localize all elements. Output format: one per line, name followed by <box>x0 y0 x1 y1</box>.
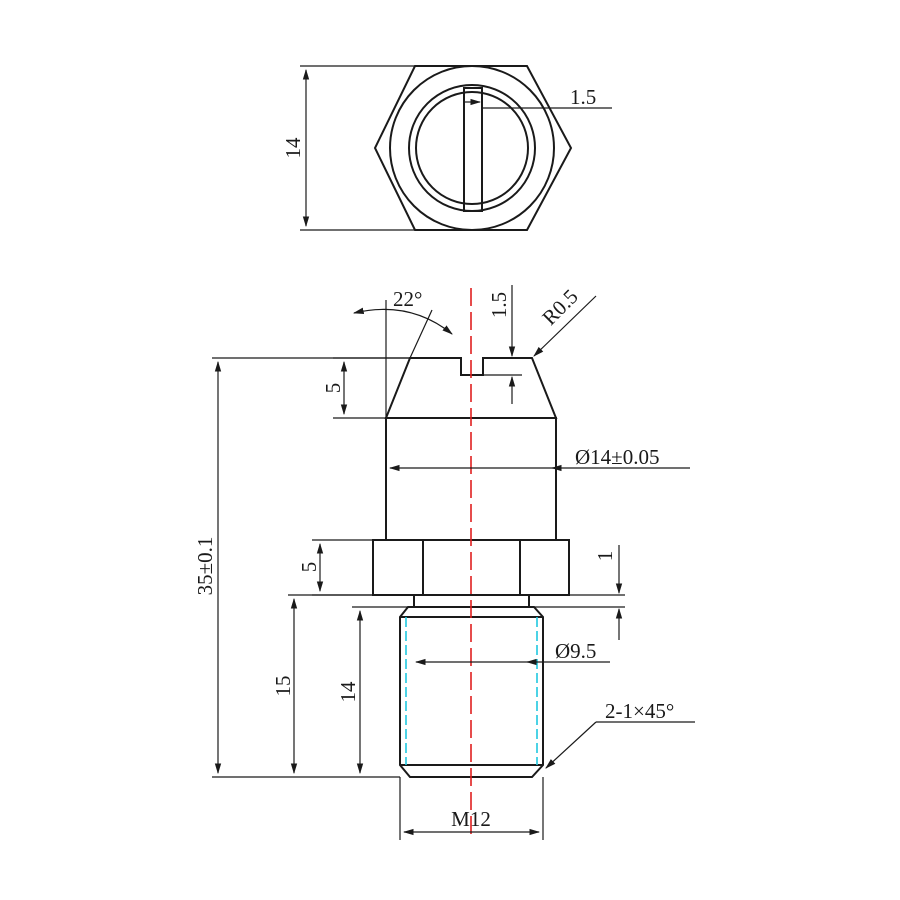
dim-thread-length: 15 <box>271 676 295 697</box>
dim-groove-width: 1 <box>593 551 617 562</box>
slot-top <box>463 87 483 212</box>
radius-leader <box>533 295 597 357</box>
side-view: 22° 1.5 R0.5 5 Ø14±0.05 35±0.1 5 <box>193 284 695 840</box>
hex-outline <box>373 65 573 231</box>
dim-thread-spec: M12 <box>451 807 491 831</box>
inner-ring-2 <box>415 91 529 205</box>
dim-chamfer-note: 2-1×45° <box>605 699 674 723</box>
chamfer-leader <box>545 721 597 769</box>
top-view: 14 1.5 <box>281 65 612 231</box>
dim-height-top: 14 <box>281 137 305 159</box>
outer-ring <box>389 65 555 231</box>
dim-slot-width-top: 1.5 <box>570 85 596 109</box>
inner-ring-1 <box>408 84 536 212</box>
dim-slot-depth: 1.5 <box>487 292 511 318</box>
dim-undercut-diameter: Ø9.5 <box>555 639 596 663</box>
dim-overall-length: 35±0.1 <box>193 537 217 596</box>
angle-arc <box>352 307 453 335</box>
dim-thread-body-length: 14 <box>336 681 360 703</box>
dim-angle: 22° <box>393 287 422 311</box>
dim-cone-height: 5 <box>321 383 345 394</box>
dim-radius: R0.5 <box>537 284 582 329</box>
dim-hex-height: 5 <box>297 562 321 573</box>
dim-body-diameter: Ø14±0.05 <box>575 445 659 469</box>
